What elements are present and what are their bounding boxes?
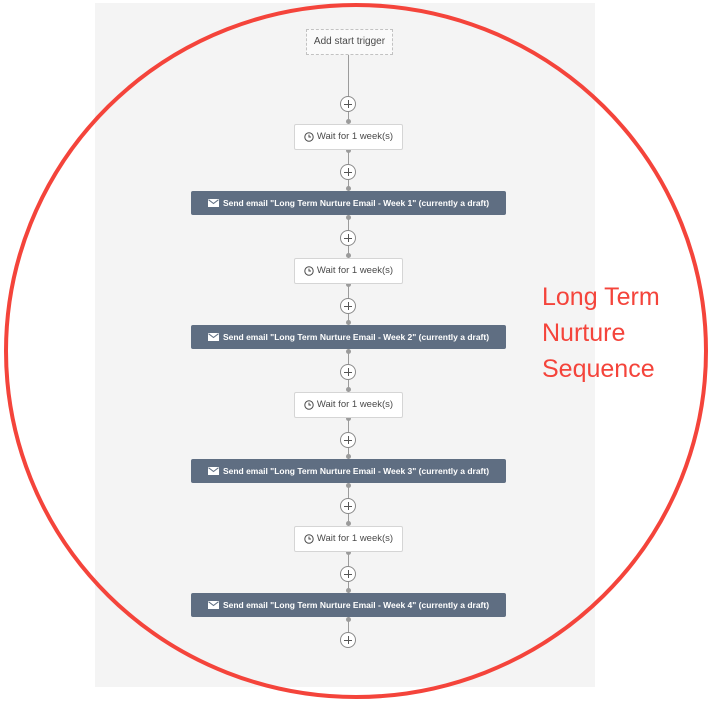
clock-icon (304, 266, 314, 276)
wait-step-label: Wait for 1 week(s) (316, 131, 394, 142)
add-step-button[interactable] (340, 298, 356, 314)
envelope-icon (207, 601, 219, 609)
wait-step-label: Wait for 1 week(s) (316, 399, 394, 410)
send-email-step-label: Send email "Long Term Nurture Email - We… (222, 198, 490, 208)
add-step-button[interactable] (340, 566, 356, 582)
add-start-trigger-button[interactable]: Add start trigger (306, 29, 393, 55)
send-email-step[interactable]: Send email "Long Term Nurture Email - We… (191, 593, 506, 617)
send-email-step[interactable]: Send email "Long Term Nurture Email - We… (191, 325, 506, 349)
send-email-step-label: Send email "Long Term Nurture Email - We… (222, 466, 490, 476)
wait-step-label: Wait for 1 week(s) (316, 533, 394, 544)
wait-step[interactable]: Wait for 1 week(s) (294, 526, 403, 552)
connector-dot (346, 617, 351, 622)
send-email-step[interactable]: Send email "Long Term Nurture Email - We… (191, 191, 506, 215)
add-step-button[interactable] (340, 164, 356, 180)
annotation-label: Long Term Nurture Sequence (542, 283, 660, 383)
envelope-icon (207, 199, 219, 207)
envelope-icon (207, 467, 219, 475)
wait-step-label: Wait for 1 week(s) (316, 265, 394, 276)
wait-step[interactable]: Wait for 1 week(s) (294, 392, 403, 418)
add-step-button[interactable] (340, 96, 356, 112)
connector-dot (346, 349, 351, 354)
envelope-icon (207, 333, 219, 341)
wait-step[interactable]: Wait for 1 week(s) (294, 258, 403, 284)
connector-dot (346, 215, 351, 220)
add-step-button[interactable] (340, 364, 356, 380)
send-email-step-label: Send email "Long Term Nurture Email - We… (222, 600, 490, 610)
add-step-button[interactable] (340, 632, 356, 648)
connector-dot (346, 483, 351, 488)
clock-icon (304, 534, 314, 544)
add-step-button[interactable] (340, 432, 356, 448)
wait-step[interactable]: Wait for 1 week(s) (294, 124, 403, 150)
clock-icon (304, 400, 314, 410)
send-email-step[interactable]: Send email "Long Term Nurture Email - We… (191, 459, 506, 483)
add-step-button[interactable] (340, 498, 356, 514)
clock-icon (304, 132, 314, 142)
add-step-button[interactable] (340, 230, 356, 246)
send-email-step-label: Send email "Long Term Nurture Email - We… (222, 332, 490, 342)
